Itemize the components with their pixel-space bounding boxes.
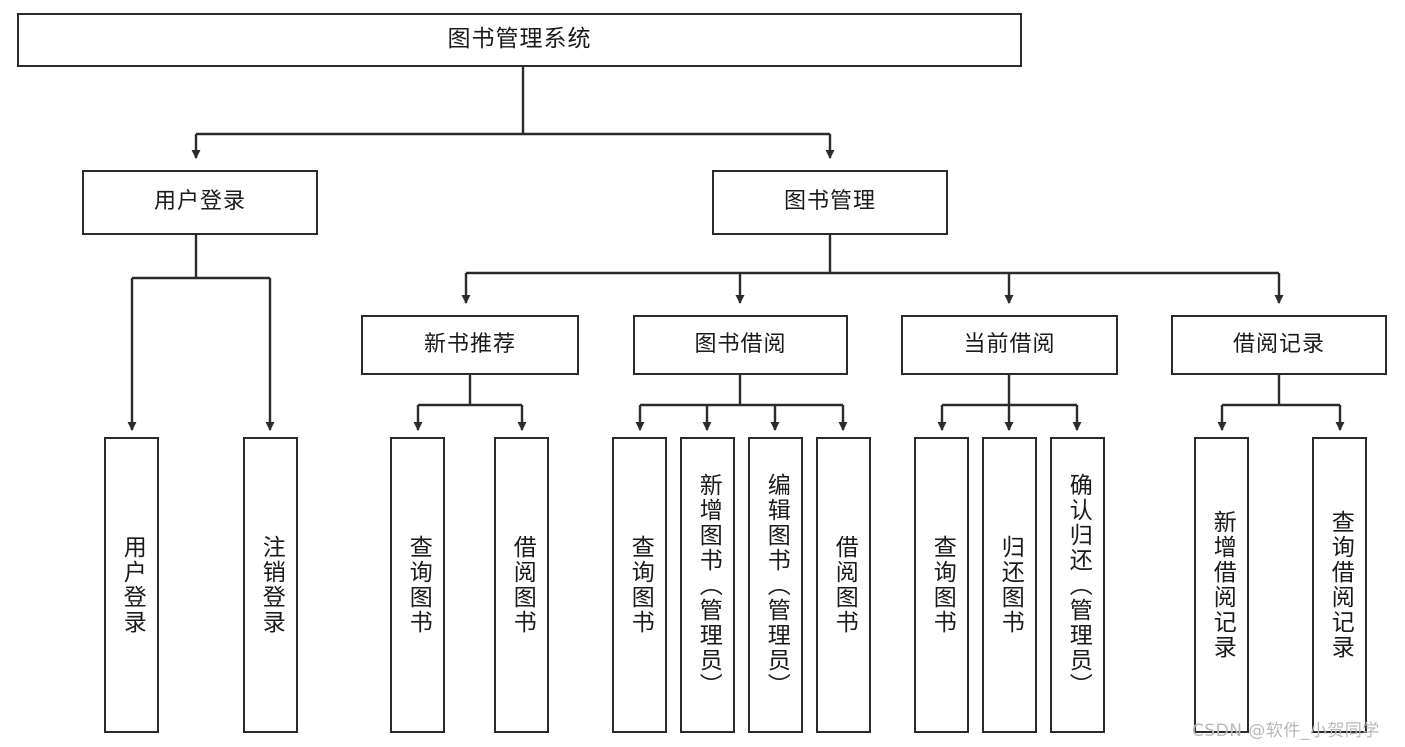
leaf-confirm-return-admin[interactable]: 确认归还（管理员） <box>1050 437 1105 733</box>
node-label: 查询图书 <box>405 535 432 635</box>
node-root-system[interactable]: 图书管理系统 <box>17 13 1022 67</box>
node-label: 用户登录 <box>119 535 146 635</box>
node-label: 查询图书 <box>929 535 956 635</box>
leaf-logout[interactable]: 注销登录 <box>243 437 298 733</box>
node-label: 查询图书 <box>627 535 654 635</box>
leaf-return-book[interactable]: 归还图书 <box>982 437 1037 733</box>
node-book-management[interactable]: 图书管理 <box>712 170 948 235</box>
node-user-login[interactable]: 用户登录 <box>82 170 318 235</box>
leaf-query-book-borrow[interactable]: 查询图书 <box>612 437 667 733</box>
node-label: 借阅图书 <box>831 535 858 635</box>
node-label: 新书推荐 <box>423 331 516 357</box>
leaf-borrow-book[interactable]: 借阅图书 <box>816 437 871 733</box>
leaf-borrow-book-recommend[interactable]: 借阅图书 <box>494 437 549 733</box>
node-book-borrow[interactable]: 图书借阅 <box>633 315 848 375</box>
node-label: 图书管理 <box>783 189 876 215</box>
node-label: 用户登录 <box>153 189 246 215</box>
node-new-book-recommend[interactable]: 新书推荐 <box>361 315 579 375</box>
node-label: 当前借阅 <box>963 331 1056 357</box>
node-borrow-record[interactable]: 借阅记录 <box>1171 315 1387 375</box>
leaf-user-login[interactable]: 用户登录 <box>104 437 159 733</box>
leaf-query-book-recommend[interactable]: 查询图书 <box>390 437 445 733</box>
node-label: 图书借阅 <box>694 331 787 357</box>
leaf-add-book-admin[interactable]: 新增图书（管理员） <box>680 437 735 733</box>
leaf-query-book-current[interactable]: 查询图书 <box>914 437 969 733</box>
leaf-query-borrow-record[interactable]: 查询借阅记录 <box>1312 437 1367 733</box>
leaf-add-borrow-record[interactable]: 新增借阅记录 <box>1194 437 1249 733</box>
node-label: 借阅记录 <box>1232 331 1325 357</box>
node-label: 新增借阅记录 <box>1209 510 1236 660</box>
node-label: 图书管理系统 <box>447 26 592 53</box>
node-label: 确认归还（管理员） <box>1065 472 1092 698</box>
leaf-edit-book-admin[interactable]: 编辑图书（管理员） <box>748 437 803 733</box>
node-label: 查询借阅记录 <box>1327 510 1354 660</box>
node-label: 注销登录 <box>258 535 285 635</box>
node-current-borrow[interactable]: 当前借阅 <box>901 315 1118 375</box>
node-label: 编辑图书（管理员） <box>763 472 790 698</box>
node-label: 新增图书（管理员） <box>695 472 722 698</box>
node-label: 借阅图书 <box>509 535 536 635</box>
node-label: 归还图书 <box>997 535 1024 635</box>
